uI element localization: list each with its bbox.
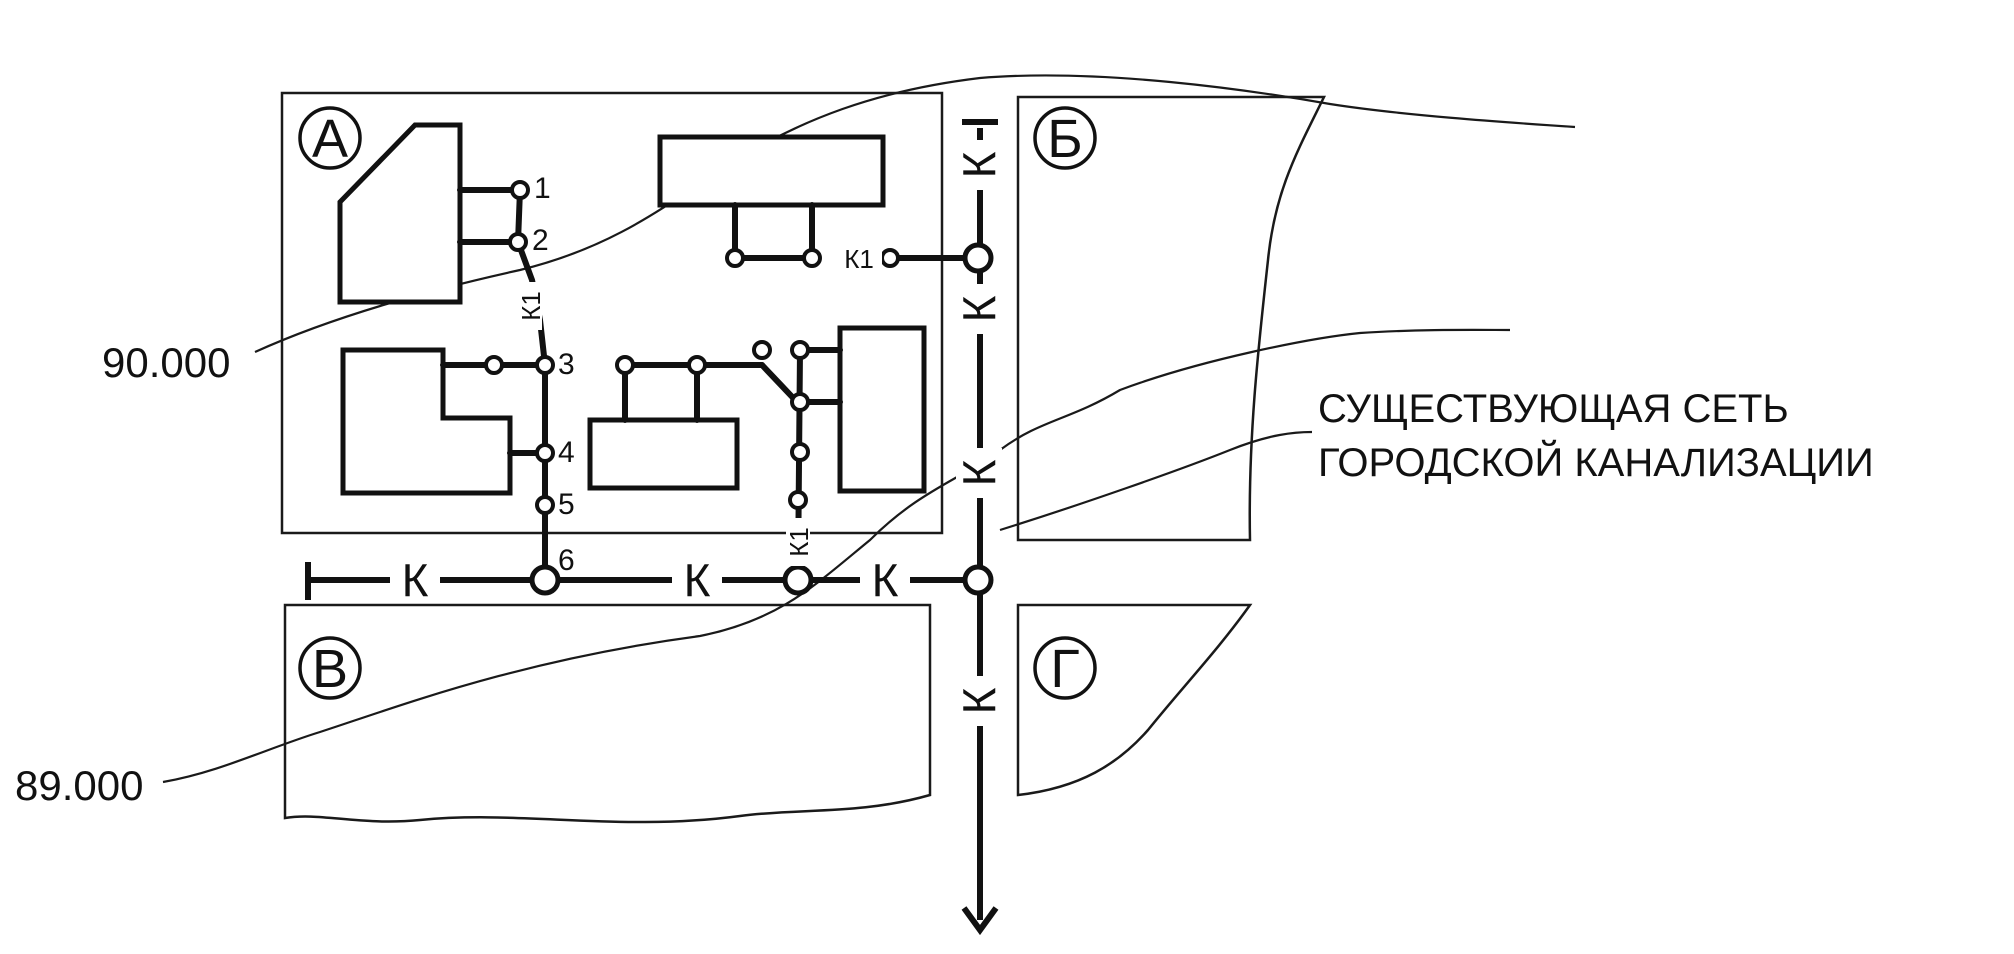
elevation-labels: 90.000 89.000 [15,339,230,809]
k1-label-right: К1 [784,527,814,557]
yard-pipe-labels: К1 К1 К1 [516,244,882,566]
block-v-label: В [312,639,348,699]
well-b2-out [880,248,900,268]
well-4 [535,443,555,463]
buildings [337,122,927,496]
k-label-h1: К [402,554,429,606]
k-label-v4: К [953,687,1005,714]
note-line-1: СУЩЕСТВУЮЩАЯ СЕТЬ [1318,387,1789,431]
well-number-1: 1 [534,172,551,205]
k1-label-left: К1 [516,291,546,321]
small-wells [484,180,900,515]
block-g-frame [1016,603,1253,797]
block-labels: А Б В Г [298,106,1097,700]
k-label-v1: К [953,151,1005,178]
building-a-right-top [657,134,886,208]
main-well-upper [962,242,994,274]
well-number-3: 3 [558,348,575,381]
well-mid-1 [615,355,635,375]
well-b3-end [484,355,504,375]
well-right-2 [788,490,808,510]
pipe-diag [759,362,800,405]
building-a-right-tall [837,325,927,494]
building-a-left-top [337,122,463,305]
main-wells [529,242,994,596]
well-b2-left [725,248,745,268]
k-label-h3: К [872,554,899,606]
well-number-5: 5 [558,488,575,521]
elevation-lower: 89.000 [15,762,143,809]
well-numbers: 1 2 3 4 5 6 [532,172,575,577]
block-a-label: А [312,109,348,169]
contour-90 [254,74,1576,354]
main-pipe-labels: К К К К К К К [390,140,1005,726]
elevation-upper: 90.000 [102,339,230,386]
k-label-h2: К [684,554,711,606]
building-a-middle [587,417,740,491]
block-b-frame [1016,95,1327,542]
block-g-label: Г [1050,639,1079,699]
block-b-label: Б [1047,109,1082,169]
note-line-2: ГОРОДСКОЙ КАНАЛИЗАЦИИ [1318,439,1874,485]
well-mid-3 [752,340,772,360]
main-well-middle [782,564,814,596]
block-frames [280,91,1327,824]
contour-89 [162,328,1511,784]
well-mid-2 [687,355,707,375]
block-a-ring [298,106,362,170]
well-number-6: 6 [558,544,575,577]
existing-network-note: СУЩЕСТВУЮЩАЯ СЕТЬ ГОРОДСКОЙ КАНАЛИЗАЦИИ [1318,387,1874,485]
block-a-frame [280,91,944,535]
well-6 [529,564,561,596]
block-v-frame [283,603,932,824]
block-g-ring [1033,636,1097,700]
well-number-4: 4 [558,436,575,469]
main-well-corner [962,564,994,596]
well-3 [535,355,555,375]
block-v-ring [298,636,362,700]
contour-lines [162,74,1576,784]
well-5 [535,495,555,515]
well-right-1 [790,442,810,462]
flow-arrow-icon [961,906,999,936]
block-b-ring [1033,106,1097,170]
well-b5-mid [790,392,810,412]
note-leader-line [999,430,1313,532]
well-number-2: 2 [532,224,549,257]
building-a-left-bottom [340,347,513,496]
well-b2-right [802,248,822,268]
well-2 [508,232,528,252]
k-label-v3: К [953,459,1005,486]
k1-label-top: К1 [844,244,874,274]
well-1 [510,180,530,200]
k-label-v2: К [953,295,1005,322]
well-b5-top [790,340,810,360]
